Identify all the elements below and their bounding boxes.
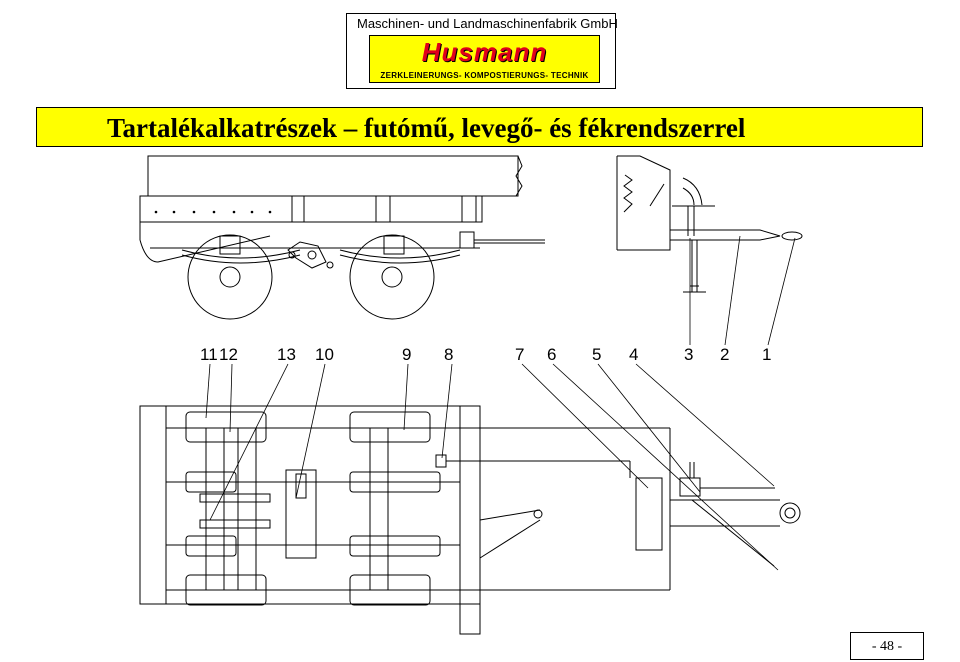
page-number-box: - 48 -	[850, 632, 924, 660]
part-number: 6	[547, 345, 557, 364]
side-view	[139, 155, 545, 320]
part-number: 12	[219, 345, 238, 364]
part-number: 4	[629, 345, 639, 364]
company-logo: Maschinen- und Landmaschinenfabrik GmbH …	[346, 13, 618, 89]
title-bar: Tartalékalkatrészek – futómű, levegő- és…	[36, 107, 923, 147]
part-number: 10	[315, 345, 334, 364]
page-number: - 48 -	[871, 639, 903, 654]
page-title: Tartalékalkatrészek – futómű, levegő- és…	[107, 113, 746, 143]
brand-tagline: ZERKLEINERUNGS- KOMPOSTIERUNGS- TECHNIK	[380, 71, 589, 80]
part-number: 8	[444, 345, 454, 364]
part-number: 3	[684, 345, 694, 364]
part-number: 5	[592, 345, 602, 364]
logo-band: Husmann ZERKLEINERUNGS- KOMPOSTIERUNGS- …	[369, 35, 600, 83]
brand-name: Husmann	[421, 37, 548, 67]
part-number: 13	[277, 345, 296, 364]
part-number: 2	[720, 345, 730, 364]
drawbar-detail	[616, 155, 803, 293]
part-number: 7	[515, 345, 525, 364]
leader-lines	[205, 235, 796, 571]
part-number: 1	[762, 345, 772, 364]
part-number: 11	[200, 345, 218, 364]
company-name: Maschinen- und Landmaschinenfabrik GmbH	[357, 16, 618, 31]
plan-view	[139, 405, 801, 635]
part-number: 9	[402, 345, 412, 364]
